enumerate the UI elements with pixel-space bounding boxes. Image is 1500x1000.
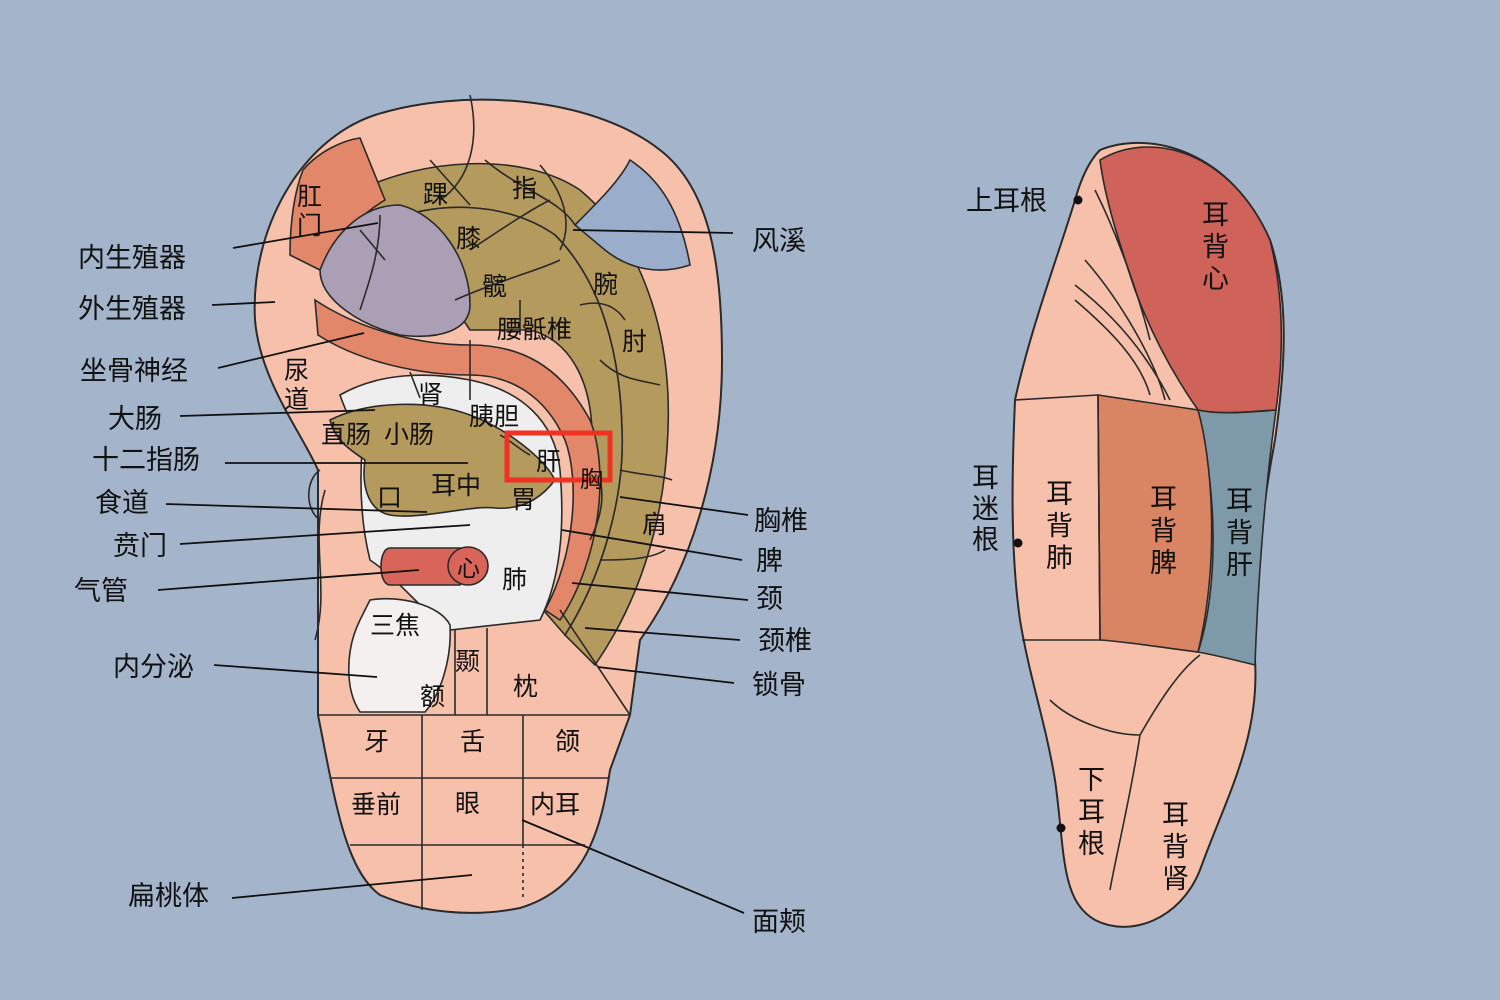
label-back-liver-2: 背: [1226, 518, 1253, 549]
internal-borders: [308, 94, 673, 641]
tragus-lines: [454, 300, 631, 716]
label-back-heart-1: 耳: [1202, 200, 1229, 231]
region-pancreas-gallbladder: 胰胆: [469, 402, 519, 431]
leader-lines-right: [521, 229, 749, 914]
heart-circle: [447, 546, 489, 586]
region-forehead: 额: [420, 682, 445, 711]
label-back-liver-3: 肝: [1226, 550, 1253, 581]
label-back-liver-1: 耳: [1226, 486, 1253, 517]
label-vagus-root-1: 耳: [972, 463, 999, 494]
region-niao: 尿: [284, 356, 309, 385]
vagus-root-dot: [1013, 538, 1023, 548]
label-lower-root-3: 根: [1078, 829, 1105, 860]
region-triple-burner: 三焦: [370, 611, 420, 640]
region-tongue: 舌: [460, 727, 485, 756]
region-finger: 指: [512, 174, 537, 203]
back-borders: [1014, 189, 1201, 891]
label-clavicle: 锁骨: [752, 670, 806, 701]
fengxi-region: [573, 158, 691, 271]
label-large-intestine: 大肠: [108, 404, 162, 435]
region-occiput: 枕: [513, 672, 538, 701]
label-back-spleen-2: 背: [1150, 516, 1177, 547]
region-lung: 肺: [502, 565, 527, 594]
label-spleen: 脾: [756, 546, 783, 577]
region-jaw: 颌: [555, 727, 580, 756]
label-internal-genitals: 内生殖器: [78, 243, 186, 274]
helix-crus-olive: [329, 403, 556, 517]
region-ankle: 踝: [423, 180, 448, 209]
region-knee: 膝: [456, 224, 481, 253]
label-back-spleen-3: 脾: [1150, 548, 1177, 579]
label-endocrine: 内分泌: [113, 652, 194, 683]
region-wrist: 腕: [593, 270, 618, 299]
label-tonsil: 扁桃体: [128, 881, 209, 912]
front-left-labels: 内生殖器 外生殖器 坐骨神经 大肠 十二指肠 食道 贲门 气管 内分泌 扁桃体: [74, 243, 209, 912]
front-region-labels: 肛 门 踝 指 膝 髋 腕 腰骶椎 肘 尿 道 肾 胰胆 直肠 小肠 肝 胸 耳…: [284, 174, 667, 819]
region-ear-center: 耳中: [431, 471, 481, 500]
label-back-lung-3: 肺: [1046, 543, 1073, 574]
region-eye: 眼: [455, 789, 480, 818]
region-shoulder: 肩: [642, 510, 667, 539]
label-back-lung-2: 背: [1046, 511, 1073, 542]
label-back-kidney-3: 肾: [1162, 864, 1189, 895]
lower-root-dot: [1056, 823, 1066, 833]
label-back-kidney-2: 背: [1162, 832, 1189, 863]
region-hip: 髋: [482, 272, 507, 301]
region-mouth: 口: [377, 483, 402, 512]
label-esophagus: 食道: [95, 488, 149, 519]
region-heart: 心: [457, 556, 480, 582]
back-liver-region: [1196, 408, 1277, 667]
label-thoracic-vertebrae: 胸椎: [754, 506, 808, 537]
region-stomach: 胃: [511, 485, 536, 514]
region-liver: 肝: [536, 447, 561, 476]
antihelix-olive: [378, 206, 624, 637]
region-small-intestine: 小肠: [384, 420, 434, 449]
upper-root-dot: [1073, 195, 1083, 205]
label-neck: 颈: [756, 584, 783, 615]
label-sciatic-nerve: 坐骨神经: [80, 356, 188, 387]
trachea-bar: [380, 547, 461, 586]
label-wind-stream: 风溪: [752, 226, 806, 257]
label-duodenum: 十二指肠: [92, 445, 200, 476]
label-lower-root-2: 耳: [1078, 797, 1105, 828]
region-anterior-lobe: 垂前: [351, 790, 401, 819]
region-elbow: 肘: [622, 327, 647, 356]
label-vagus-root-3: 根: [972, 525, 999, 556]
region-gang: 肛: [297, 182, 322, 211]
back-ear: [1011, 141, 1285, 928]
label-back-heart-2: 背: [1202, 232, 1229, 263]
front-right-labels: 风溪 胸椎 脾 颈 颈椎 锁骨 面颊: [752, 226, 812, 938]
triple-burner-white: [348, 597, 451, 713]
region-dao: 道: [284, 385, 309, 414]
front-ear: [253, 94, 724, 914]
label-upper-ear-root: 上耳根: [966, 186, 1047, 217]
back-spleen-region: [1097, 394, 1213, 653]
back-labels: 上耳根 耳 迷 根 下 耳 根 耳 背 心 耳 背 肺 耳 背 脾 耳 背 肝 …: [966, 186, 1253, 895]
region-kidney: 肾: [418, 380, 443, 409]
region-chest: 胸: [580, 467, 603, 493]
region-temple: 颞: [455, 647, 480, 676]
label-back-lung-1: 耳: [1046, 479, 1073, 510]
label-external-genitals: 外生殖器: [78, 294, 186, 325]
label-cervical-vertebrae: 颈椎: [758, 626, 812, 657]
label-cheek: 面颊: [752, 907, 806, 938]
region-lumbosacral: 腰骶椎: [497, 315, 572, 344]
liver-highlight-box: [504, 430, 613, 483]
lobe-grid: [318, 714, 630, 910]
label-trachea: 气管: [74, 576, 128, 607]
region-men: 门: [297, 211, 322, 240]
label-back-heart-3: 心: [1202, 264, 1229, 295]
label-cardia: 贲门: [113, 531, 167, 562]
label-back-kidney-1: 耳: [1162, 800, 1189, 831]
region-teeth: 牙: [364, 727, 389, 756]
internal-genital-region: [319, 204, 471, 337]
label-lower-root-1: 下: [1078, 765, 1105, 796]
region-rectum: 直肠: [321, 420, 371, 449]
region-inner-ear: 内耳: [530, 790, 580, 819]
leader-lines-left: [157, 222, 473, 899]
label-back-spleen-1: 耳: [1150, 484, 1177, 515]
label-vagus-root-2: 迷: [972, 494, 999, 525]
